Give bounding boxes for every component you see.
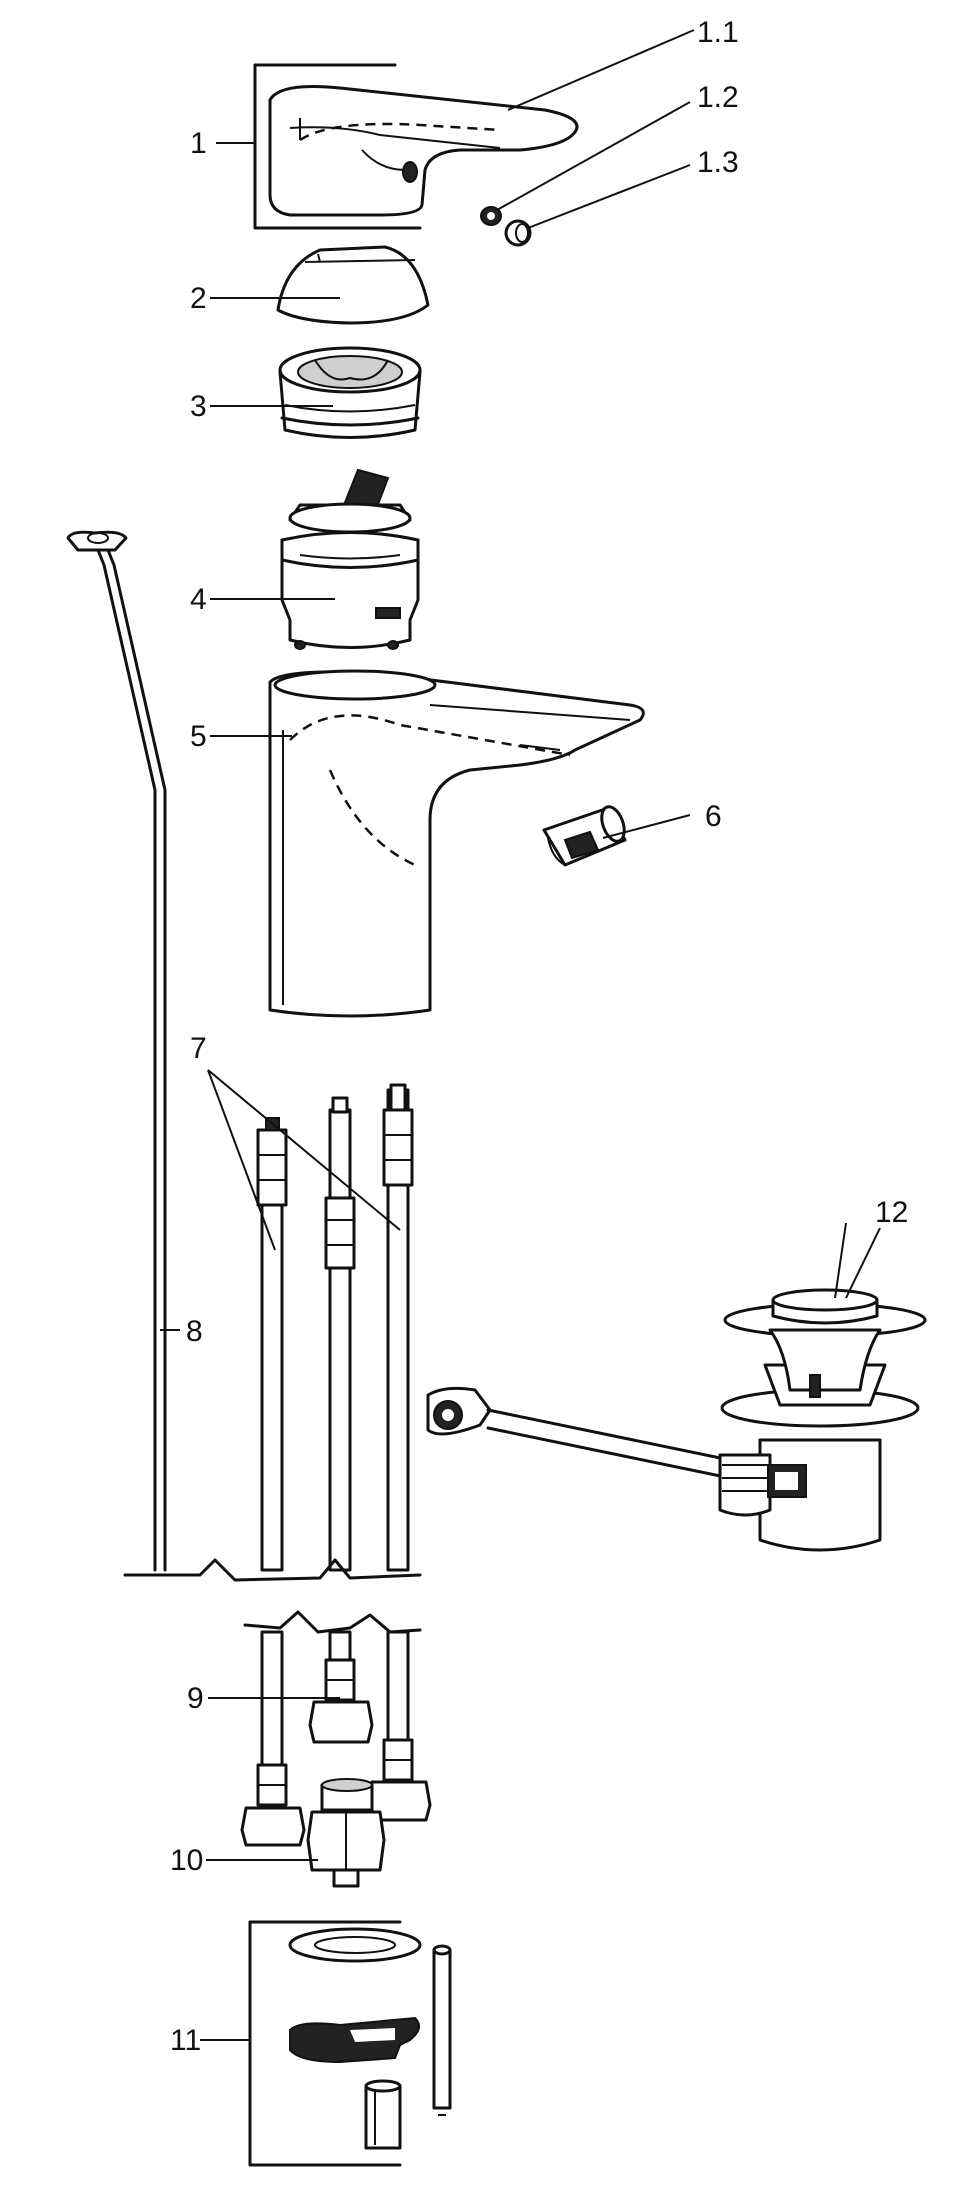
label-2: 2	[190, 282, 207, 315]
label-12: 12	[875, 1196, 908, 1229]
label-1: 1	[190, 127, 207, 160]
label-1-1: 1.1	[697, 16, 739, 49]
leader-lines	[160, 29, 881, 2041]
part-12-drain	[426, 1288, 927, 1552]
part-2-dome-cover	[276, 245, 430, 325]
part-9-hose-ends	[240, 1630, 432, 1847]
label-5: 5	[190, 720, 207, 753]
label-4: 4	[190, 583, 207, 616]
part-labels: 1 1.1 1.2 1.3 2 3 4 5 6 7 8 9 10 11 12	[170, 16, 908, 2057]
part-10-drain-nut	[306, 1778, 386, 1888]
part-7-supply-hoses-upper	[256, 1083, 414, 1572]
part-5-faucet-body	[268, 669, 645, 1018]
label-9: 9	[187, 1682, 204, 1715]
part-1-3-ring	[504, 219, 532, 247]
part-3-ring-nut	[278, 346, 422, 439]
break-line-lower	[243, 1610, 422, 1634]
label-8: 8	[186, 1315, 203, 1348]
label-1-3: 1.3	[697, 146, 739, 179]
part-1-lever-handle	[253, 63, 579, 230]
part-11-mounting-set	[248, 1920, 452, 2167]
break-line-upper	[123, 1558, 422, 1582]
part-4-cartridge	[280, 468, 420, 650]
part-6-aerator	[542, 805, 627, 867]
label-10: 10	[170, 1844, 203, 1877]
label-3: 3	[190, 390, 207, 423]
part-1-2-nut	[480, 206, 502, 226]
part-8-lift-rod	[66, 530, 167, 1572]
label-11: 11	[170, 2024, 201, 2057]
label-7: 7	[190, 1032, 207, 1065]
label-1-2: 1.2	[697, 81, 739, 114]
label-6: 6	[705, 800, 722, 833]
